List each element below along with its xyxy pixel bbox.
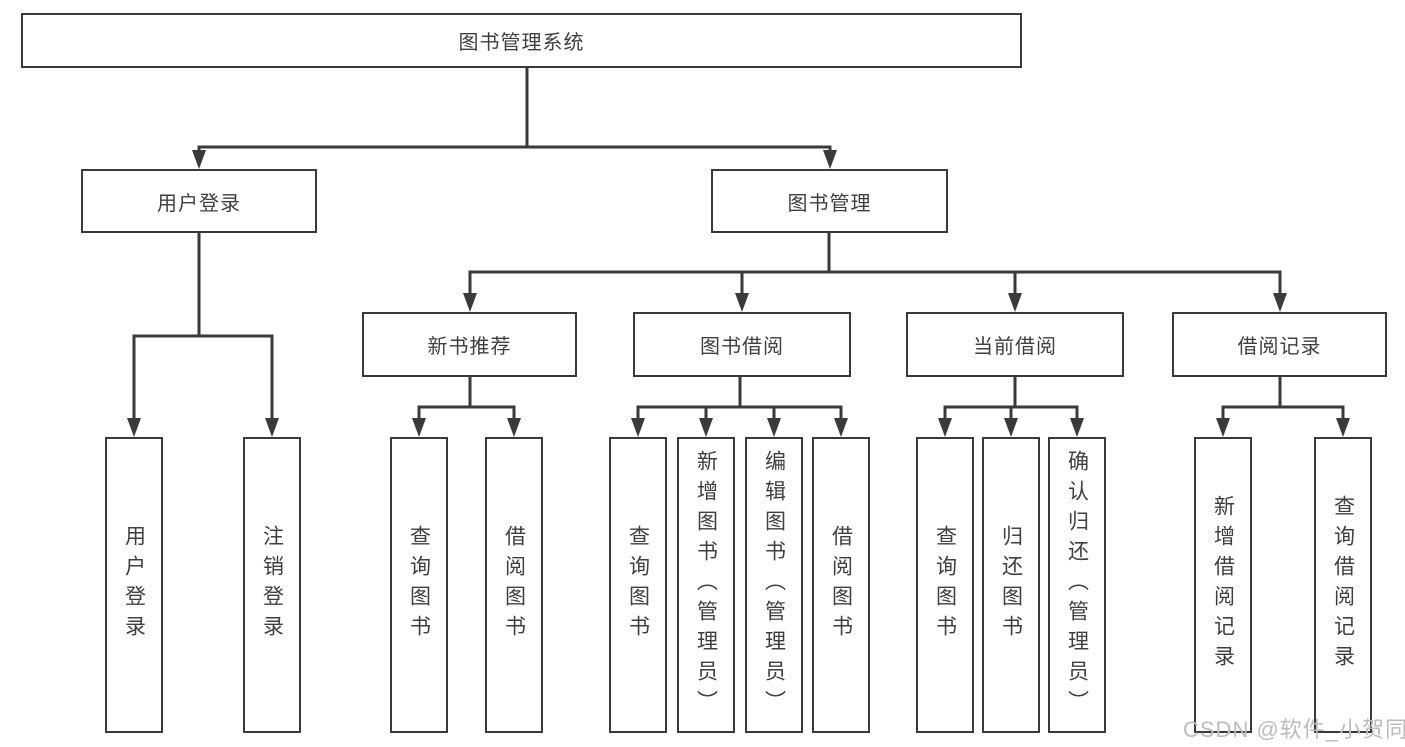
leaf-bb-edit-books-admin-label: 编辑图书（管理员） bbox=[762, 450, 786, 720]
leaf-nbr-borrow-books: 借阅图书 bbox=[485, 437, 543, 733]
csdn-watermark: CSDN @软件_小贺同学 bbox=[1183, 717, 1405, 742]
node-book-management-label: 图书管理 bbox=[787, 192, 872, 215]
leaf-nbr-query-books-label: 查询图书 bbox=[407, 525, 431, 645]
node-new-book-recommend: 新书推荐 bbox=[362, 312, 577, 377]
node-library-system: 图书管理系统 bbox=[21, 13, 1022, 68]
node-user-login-label: 用户登录 bbox=[157, 192, 241, 215]
node-library-system-label: 图书管理系统 bbox=[458, 32, 585, 54]
node-current-borrowing: 当前借阅 bbox=[906, 312, 1124, 377]
leaf-bb-add-books-admin-label: 新增图书（管理员） bbox=[694, 450, 718, 720]
leaf-cb-query-books: 查询图书 bbox=[916, 437, 974, 733]
leaf-logout: 注销登录 bbox=[243, 437, 301, 733]
leaf-cb-confirm-return-admin-label: 确认归还（管理员） bbox=[1065, 450, 1089, 720]
leaf-br-add-record-label: 新增借阅记录 bbox=[1211, 495, 1235, 675]
leaf-cb-confirm-return-admin: 确认归还（管理员） bbox=[1048, 437, 1106, 733]
leaf-bb-borrow-books: 借阅图书 bbox=[812, 437, 870, 733]
leaf-bb-query-books: 查询图书 bbox=[609, 437, 667, 733]
node-user-login: 用户登录 bbox=[81, 169, 317, 233]
leaf-br-query-record-label: 查询借阅记录 bbox=[1331, 495, 1355, 675]
leaf-bb-add-books-admin: 新增图书（管理员） bbox=[677, 437, 735, 733]
leaf-bb-query-books-label: 查询图书 bbox=[626, 525, 650, 645]
leaf-user-login: 用户登录 bbox=[105, 437, 163, 733]
node-current-borrowing-label: 当前借阅 bbox=[973, 336, 1057, 358]
node-borrowing-records-label: 借阅记录 bbox=[1237, 336, 1322, 358]
node-book-borrowing: 图书借阅 bbox=[633, 312, 851, 377]
leaf-bb-edit-books-admin: 编辑图书（管理员） bbox=[745, 437, 803, 733]
leaf-br-query-record: 查询借阅记录 bbox=[1314, 437, 1372, 733]
leaf-br-add-record: 新增借阅记录 bbox=[1194, 437, 1252, 733]
leaf-logout-label: 注销登录 bbox=[260, 525, 284, 645]
leaf-user-login-label: 用户登录 bbox=[122, 525, 146, 645]
leaf-cb-return-books: 归还图书 bbox=[982, 437, 1040, 733]
node-book-management: 图书管理 bbox=[711, 169, 948, 233]
leaf-nbr-query-books: 查询图书 bbox=[390, 437, 448, 733]
leaf-bb-borrow-books-label: 借阅图书 bbox=[829, 525, 853, 645]
leaf-cb-query-books-label: 查询图书 bbox=[933, 525, 957, 645]
leaf-nbr-borrow-books-label: 借阅图书 bbox=[502, 525, 526, 645]
node-book-borrowing-label: 图书借阅 bbox=[700, 336, 784, 358]
leaf-cb-return-books-label: 归还图书 bbox=[999, 525, 1023, 645]
node-new-book-recommend-label: 新书推荐 bbox=[427, 336, 512, 358]
node-borrowing-records: 借阅记录 bbox=[1172, 312, 1387, 377]
